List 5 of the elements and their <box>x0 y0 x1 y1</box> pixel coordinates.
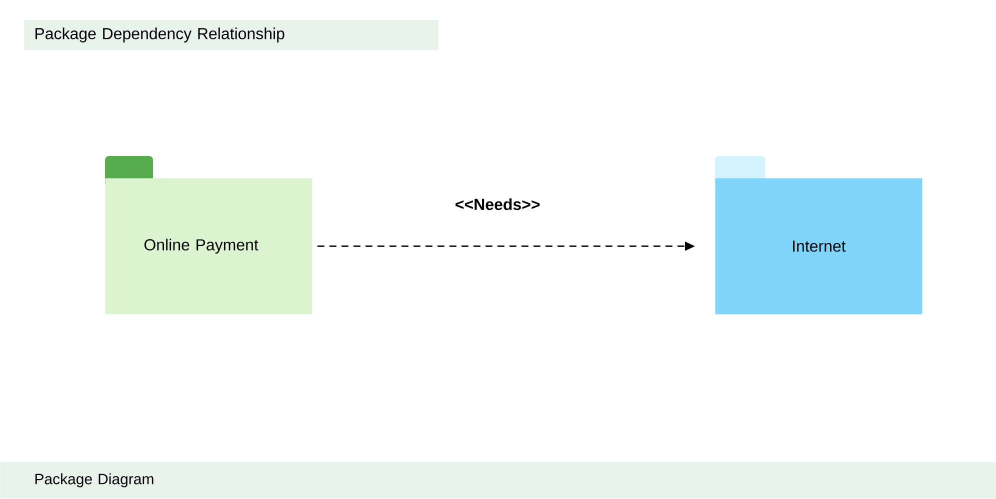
title-band: Package Dependency Relationship <box>24 20 438 50</box>
package-folder: Online Payment <box>105 156 312 314</box>
edge-label: <<Needs>> <box>452 196 542 212</box>
package-folder: Internet <box>715 156 922 314</box>
footer-band: Package Diagram <box>0 462 996 499</box>
